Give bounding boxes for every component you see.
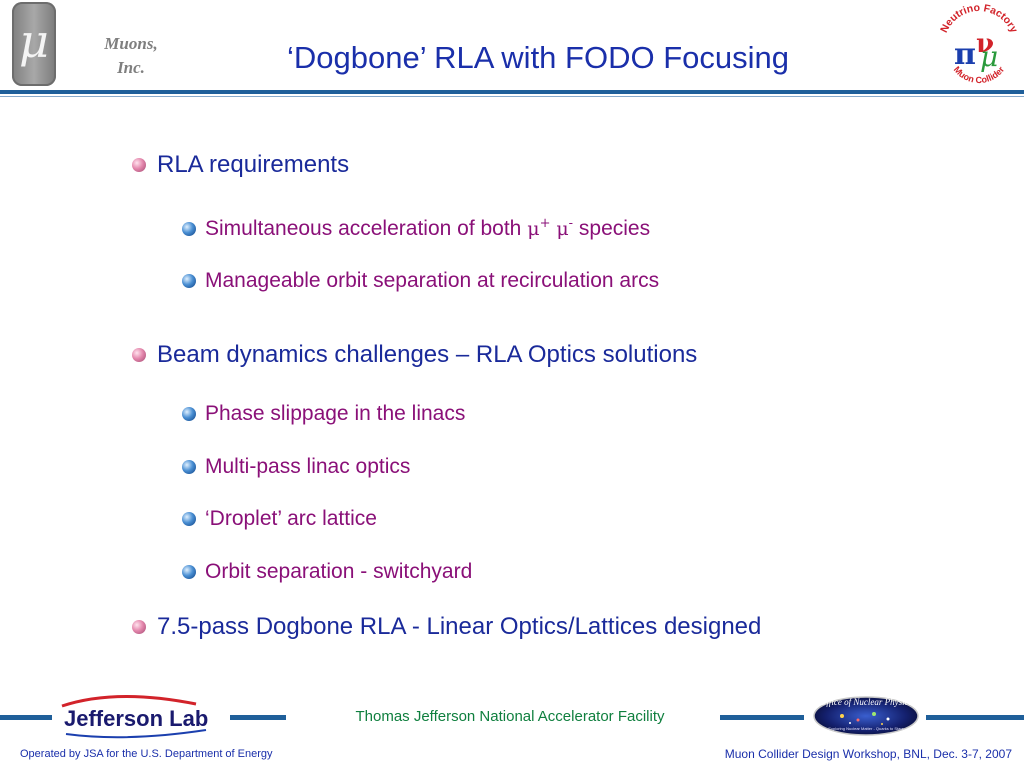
pi-symbol: π [954,37,976,72]
footer-rule-right [926,715,1024,720]
sub-bullet-text-end: species [573,217,651,240]
blue-bullet-icon [182,222,196,236]
slide-title: ‘Dogbone’ RLA with FODO Focusing [287,40,789,75]
title-divider-thin [0,96,1024,97]
bullet-dash: – [455,341,470,368]
bullet-rla-requirements: RLA requirements [132,150,350,180]
jefferson-lab-logo: Jefferson Lab [61,695,208,739]
muons-logo: μ [12,2,56,86]
sub-bullet-switchyard: Orbit separation - switchyard [182,558,473,586]
jlab-underline-icon [65,729,207,739]
sub-bullet-orbit-separation-arcs: Manageable orbit separation at recircula… [182,267,660,295]
sub-bullet-text: Phase slippage in the linacs [205,402,466,425]
footer-rule-mid-left [230,715,286,720]
jlab-name: Jefferson Lab [64,706,208,731]
office-of-nuclear-physics-logo: Office of Nuclear Physics Exploring Nucl… [813,696,919,736]
pink-bullet-icon [132,158,146,172]
pink-bullet-icon [132,348,146,362]
sub-bullet-text: Simultaneous acceleration of both [205,217,528,240]
footer-rule-left [0,715,52,720]
sub-bullet-droplet-arc: ‘Droplet’ arc lattice [182,505,377,533]
jlab-swoosh-icon [61,695,197,708]
facility-name: Thomas Jefferson National Accelerator Fa… [355,708,665,725]
pink-bullet-icon [132,620,146,634]
bullet-text: RLA requirements [157,151,350,178]
footer-rule-mid-right [720,715,804,720]
sub-bullet-text: Manageable orbit separation at recircula… [205,269,660,292]
company-name: Muons, Inc. [86,32,176,80]
nu-symbol: ν [976,29,994,59]
bullet-dogbone-rla: 7.5-pass Dogbone RLA - Linear Optics/Lat… [132,612,762,642]
bullet-text: Beam dynamics challenges [157,341,456,368]
onp-tagline: Exploring Nuclear Matter - Quarks to Sta… [828,726,903,731]
sub-bullet-text: Orbit separation - switchyard [205,560,473,583]
sub-bullet-phase-slippage: Phase slippage in the linacs [182,400,466,428]
blue-bullet-icon [182,460,196,474]
footer-right-text: Muon Collider Design Workshop, BNL, Dec.… [724,747,1012,761]
title-divider [0,90,1024,94]
onp-title: Office of Nuclear Physics [820,697,913,707]
blue-bullet-icon [182,565,196,579]
mu-minus-symbol: μ- [556,216,574,240]
footer-left-text: Operated by JSA for the U.S. Department … [20,748,273,760]
sub-bullet-multipass-optics: Multi-pass linac optics [182,453,411,481]
bullet-beam-dynamics: Beam dynamics challenges – RLA Optics so… [132,340,698,370]
blue-bullet-icon [182,407,196,421]
company-name-line2: Inc. [117,58,145,77]
company-name-line1: Muons, [104,34,158,53]
neutrino-factory-logo: Neutrino Factory Muon Collider π ν μ [938,2,1020,85]
bullet-text-end: RLA Optics solutions [469,341,698,368]
bullet-text: 7.5-pass Dogbone RLA - Linear Optics/Lat… [157,613,762,640]
mu-symbol: μ [980,40,998,73]
sub-bullet-text: Multi-pass linac optics [205,455,411,478]
blue-bullet-icon [182,274,196,288]
blue-bullet-icon [182,512,196,526]
sub-bullet-text: ‘Droplet’ arc lattice [205,507,377,530]
mu-plus-symbol: μ+ [527,216,551,240]
sub-bullet-simultaneous-acceleration: Simultaneous acceleration of both μ+ μ- … [182,215,651,243]
